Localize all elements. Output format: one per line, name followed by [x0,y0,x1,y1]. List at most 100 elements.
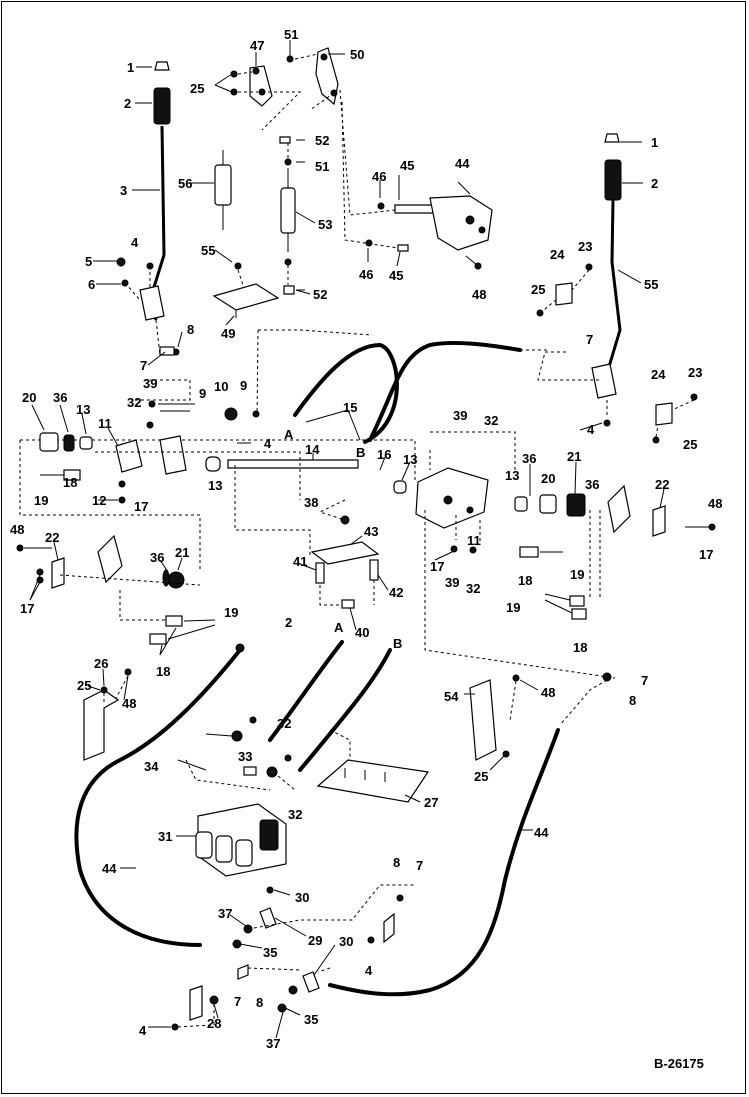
callout-c20: 20 [22,390,36,405]
callout-c32d: 32 [277,716,291,731]
spring-56 [214,164,232,206]
callout-c35: 35 [263,945,277,960]
callout-c43: 43 [364,524,378,539]
callout-c7e: 7 [234,994,241,1009]
callout-c48d: 48 [122,696,136,711]
callout-c52b: 52 [313,287,327,302]
callout-c25b: 25 [531,282,545,297]
plate-47 [249,65,273,107]
gas-springs [214,136,305,285]
callout-c41: 41 [293,554,307,569]
knob-1-left [154,61,170,71]
callout-c37: 37 [218,906,232,921]
callout-c15: 15 [343,400,357,415]
left-block-assembly [19,379,301,570]
callout-c19: 19 [34,493,48,508]
pivot-plates [214,47,339,131]
side-brackets [83,668,520,761]
nut-5 [116,257,126,267]
callout-c13c: 13 [403,452,417,467]
callout-c19c: 19 [506,600,520,615]
callout-c28: 28 [207,1016,221,1031]
callout-c30: 30 [295,890,309,905]
cable-15-A [293,342,399,444]
callout-c29: 29 [308,933,322,948]
callout-c50: 50 [350,47,364,62]
callout-cA2: A [334,620,344,635]
lower-left-bracket [16,534,216,656]
callout-c46: 46 [372,169,386,184]
callout-c55b: 55 [644,277,658,292]
right-lever-assembly [536,133,698,444]
callout-c35b: 35 [304,1012,318,1027]
callout-c1b: 1 [651,135,658,150]
cable-B-lower [298,648,392,772]
callout-c7d: 7 [416,858,423,873]
callout-c18b: 18 [518,573,532,588]
callout-c2b: 2 [651,176,658,191]
spring-53 [280,187,296,234]
callout-c17d: 17 [20,601,34,616]
lever-rod-55-right [606,199,622,371]
callout-c32: 32 [127,395,141,410]
callout-c45: 45 [400,158,414,173]
callout-c12: 12 [92,493,106,508]
callout-c11b: 11 [467,533,481,548]
callout-c44: 44 [455,156,470,171]
callout-c49: 49 [221,326,235,341]
plate-27 [316,729,430,803]
callout-c25e: 25 [474,769,488,784]
callout-c17b: 17 [699,547,713,562]
left-lever-assembly [116,61,180,356]
callout-c5: 5 [85,254,92,269]
callout-c18c: 18 [573,640,587,655]
callout-c53: 53 [318,217,332,232]
callout-c4: 4 [131,235,139,250]
bracket-26 [83,689,120,761]
right-block-assembly [415,431,716,679]
callout-c32c: 32 [466,581,480,596]
callout-c19d: 19 [224,605,238,620]
callout-c11: 11 [98,416,112,431]
callout-c3: 3 [120,183,127,198]
callout-c2c: 2 [285,615,292,630]
callout-c22b: 22 [45,530,59,545]
callout-c10: 10 [214,379,228,394]
callout-c38: 38 [304,495,318,510]
callout-c52: 52 [315,133,329,148]
callout-c17c: 17 [430,559,444,574]
callout-c17: 17 [134,499,148,514]
grip-2-left [153,87,171,125]
callout-c47: 47 [250,38,264,53]
cross-shaft [20,439,416,494]
callout-c36d: 36 [150,550,164,565]
callout-c37b: 37 [266,1036,280,1051]
bottom-linkage [171,884,415,1031]
callout-c36b: 36 [522,451,536,466]
callout-c13d: 13 [505,468,519,483]
callout-c51: 51 [284,27,298,42]
callout-c4e: 4 [139,1023,147,1038]
callout-c34: 34 [144,759,159,774]
callout-c30b: 30 [339,934,353,949]
callout-c19b: 19 [570,567,584,582]
cable-15-B [368,340,522,442]
callout-c16: 16 [377,447,391,462]
callout-c48: 48 [472,287,486,302]
callout-c14: 14 [305,442,320,457]
callout-c7b: 7 [586,332,593,347]
callout-cA: A [284,427,294,442]
callout-c48c: 48 [10,522,24,537]
callout-c27: 27 [424,795,438,810]
bracket-24-upper [555,282,573,306]
callout-c9: 9 [199,386,206,401]
cable-15 [256,329,548,444]
callout-c4c: 4 [587,422,595,437]
callout-c44b: 44 [102,861,117,876]
callout-c39c: 39 [445,575,459,590]
callout-c23b: 23 [688,365,702,380]
callout-c55: 55 [201,243,215,258]
